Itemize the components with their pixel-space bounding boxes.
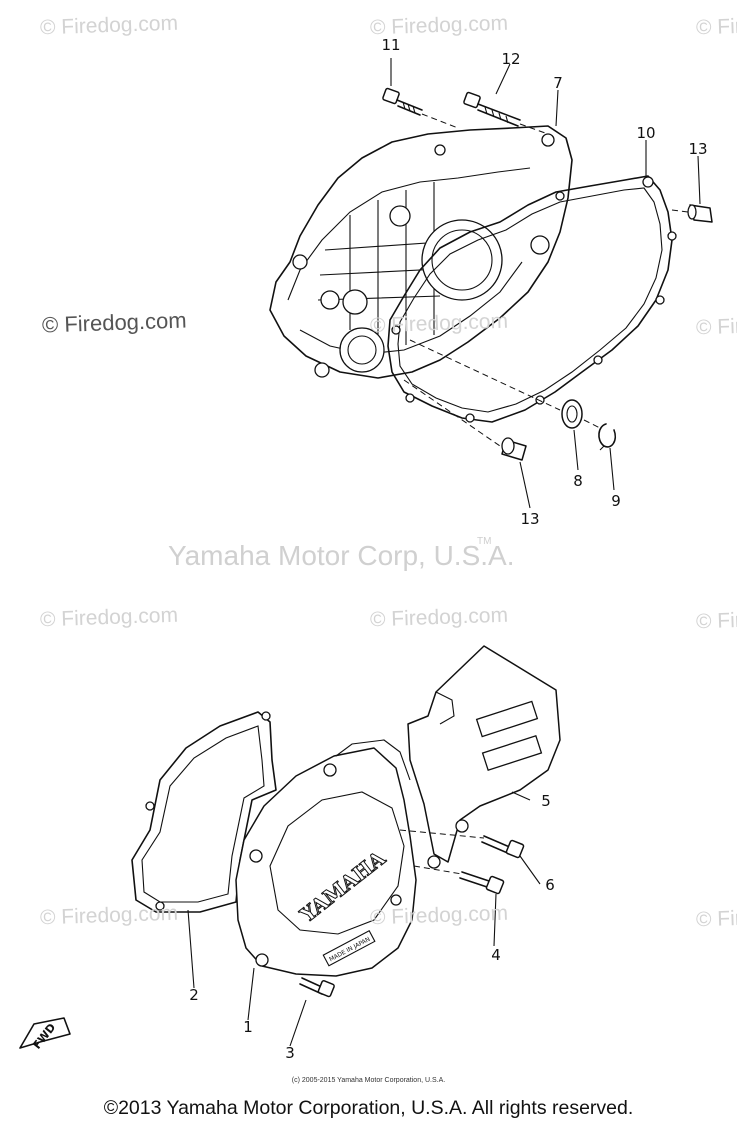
gasket-2 <box>131 711 277 913</box>
watermark: © Firedog.com <box>695 11 737 40</box>
maker-watermark: Yamaha Motor Corp, U.S.A. <box>168 540 515 571</box>
callout-11: 11 <box>381 36 401 54</box>
bolt-11 <box>382 87 423 116</box>
callout-5: 5 <box>541 792 551 810</box>
gasket-upper <box>387 175 677 423</box>
watermark: © Firedog.com <box>369 901 509 930</box>
dowel-pin-13-lower <box>501 437 527 461</box>
fwd-arrow: FWD <box>19 1017 71 1052</box>
bolt-12 <box>463 91 521 127</box>
callout-10: 10 <box>636 124 656 142</box>
callout-2: 2 <box>189 986 199 1004</box>
watermark: © Firedog.com <box>39 901 179 930</box>
dowel-pin-13-right <box>687 204 713 223</box>
callout-3: 3 <box>285 1044 295 1062</box>
callout-1: 1 <box>243 1018 253 1036</box>
callout-6: 6 <box>545 876 555 894</box>
callout-7: 7 <box>553 74 563 92</box>
watermark: © Firedog.com <box>695 903 737 932</box>
watermark: © Firedog.com <box>39 603 179 632</box>
callout-13-lower: 13 <box>520 510 540 528</box>
circlip-9 <box>598 423 617 451</box>
callout-9: 9 <box>611 492 621 510</box>
watermark: © Firedog.com <box>695 311 737 340</box>
callout-4: 4 <box>491 946 501 964</box>
small-copyright: (c) 2005-2015 Yamaha Motor Corporation, … <box>291 1077 446 1084</box>
oil-seal-8 <box>561 399 583 429</box>
callout-8: 8 <box>573 472 583 490</box>
trademark-mark: TM <box>477 536 492 547</box>
crankcase-cover-1: YAMAHA MADE IN JAPAN <box>235 739 417 977</box>
fwd-label: FWD <box>30 1021 58 1052</box>
guard-5 <box>407 645 561 869</box>
crankcase <box>269 125 573 379</box>
watermark: © Firedog.com <box>41 307 187 338</box>
watermark: © Firedog.com <box>369 603 509 632</box>
callout-12: 12 <box>501 50 521 68</box>
bolt-6 <box>481 835 525 859</box>
callout-13-right: 13 <box>688 140 708 158</box>
copyright-notice: ©2013 Yamaha Motor Corporation, U.S.A. A… <box>103 1097 634 1119</box>
watermark: © Firedog.com <box>369 309 509 338</box>
watermark: © Firedog.com <box>695 605 737 634</box>
watermark: © Firedog.com <box>39 11 179 40</box>
bolt-4 <box>459 871 505 895</box>
bolt-3 <box>299 977 335 998</box>
